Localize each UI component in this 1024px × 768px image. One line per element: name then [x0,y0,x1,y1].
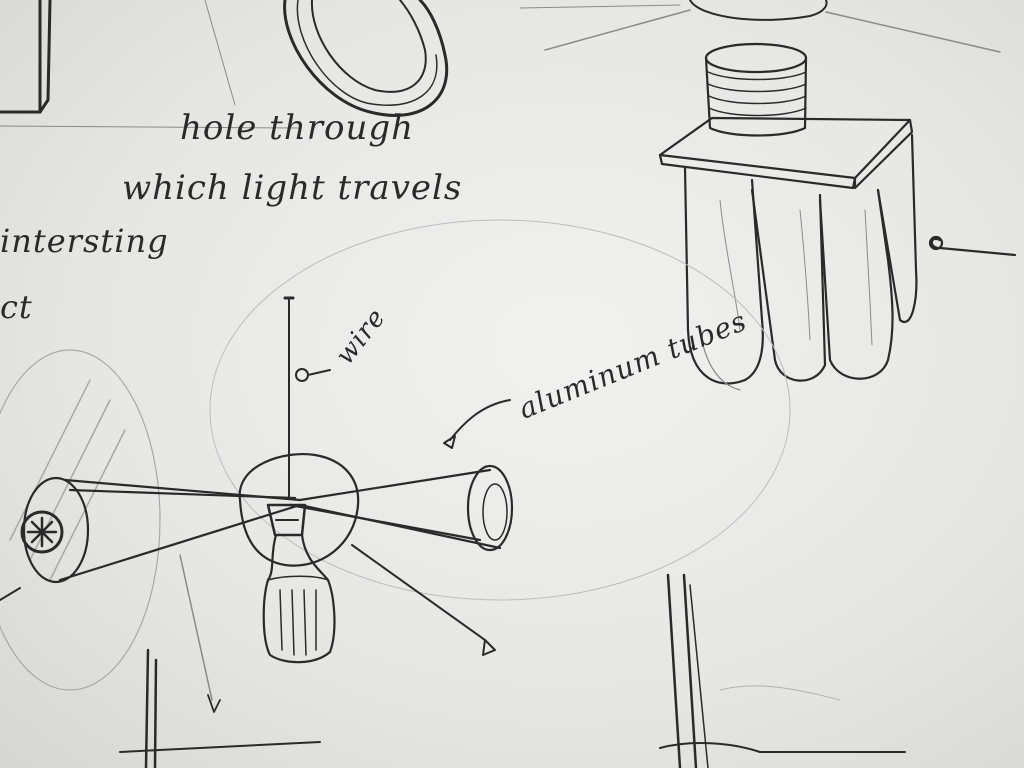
note-hole-through: hole through [180,108,414,148]
top-left-box-sketch [0,0,50,112]
faint-line [205,0,235,105]
note-which-light-travels: which light travels [122,168,462,208]
hanging-wire-sketch [285,298,330,498]
annotation-pointer-lines [0,400,510,712]
note-fragment-intersting: intersting [0,222,169,260]
faint-guide-ellipse [210,220,790,600]
center-hub-sphere-sketch [240,454,359,566]
bottom-fixture-sketches [120,575,905,768]
light-bulb-sketch [264,535,335,662]
loop-ring-sketch [285,0,447,115]
note-fragment-ct: ct [0,288,33,326]
aluminum-tube-arms-sketch [22,466,512,582]
